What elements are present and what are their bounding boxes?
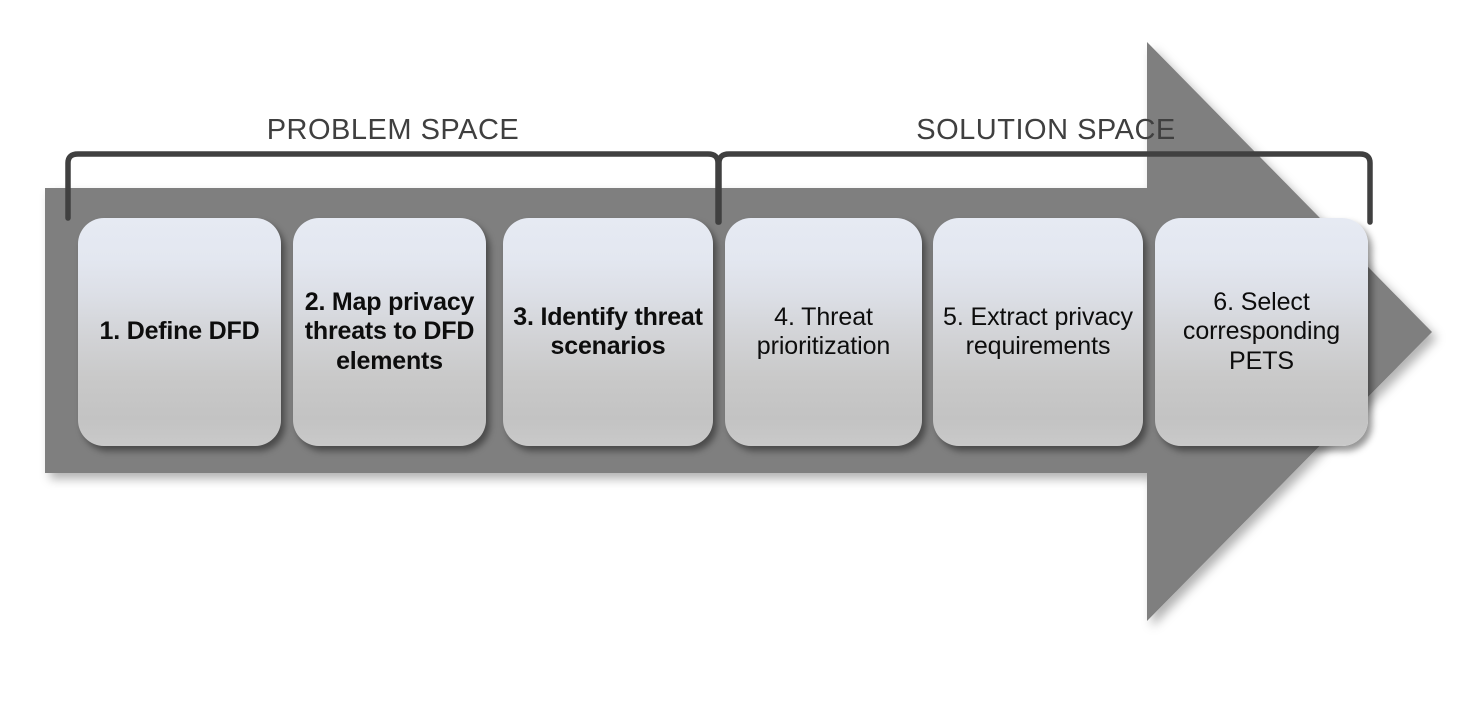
step-box-4[interactable]: 4. Threat prioritization	[725, 218, 922, 446]
bracket-problem-space	[65, 151, 721, 225]
step-box-5[interactable]: 5. Extract privacy requirements	[933, 218, 1143, 446]
phase-label-solution-space: SOLUTION SPACE	[916, 114, 1176, 146]
step-box-1[interactable]: 1. Define DFD	[78, 218, 281, 446]
step-box-2[interactable]: 2. Map privacy threats to DFD elements	[293, 218, 486, 446]
step-label-5: 5. Extract privacy requirements	[943, 302, 1133, 361]
phase-label-problem-space: PROBLEM SPACE	[266, 114, 520, 146]
bracket-solution-space	[716, 151, 1373, 225]
step-label-4: 4. Threat prioritization	[756, 302, 891, 361]
step-label-3: 3. Identify threat scenarios	[513, 302, 703, 361]
step-box-3[interactable]: 3. Identify threat scenarios	[503, 218, 713, 446]
step-label-6: 6. Select corresponding PETS	[1182, 287, 1341, 375]
step-box-6[interactable]: 6. Select corresponding PETS	[1155, 218, 1368, 446]
step-label-1: 1. Define DFD	[99, 317, 260, 346]
step-label-2: 2. Map privacy threats to DFD elements	[304, 287, 475, 375]
